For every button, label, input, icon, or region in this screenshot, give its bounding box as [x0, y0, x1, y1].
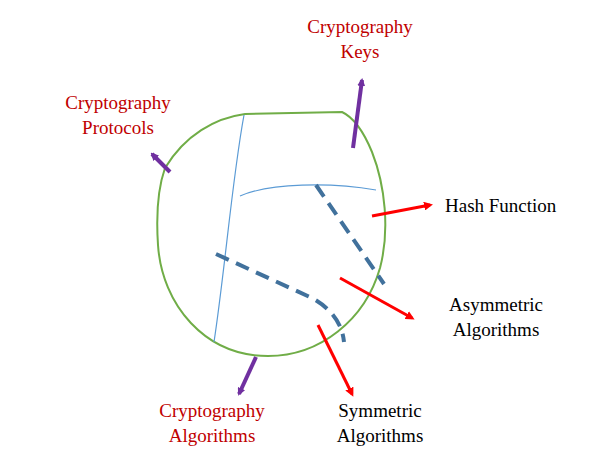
sphere-outline: [157, 112, 385, 356]
section-line: [214, 115, 244, 342]
hash-label: Hash Function: [445, 193, 556, 218]
dashed-divider: [316, 185, 384, 284]
leader-arrow: [372, 205, 430, 216]
symmetric-label: Symmetric Algorithms: [315, 398, 445, 448]
keys-label: Cryptography Keys: [295, 14, 425, 64]
section-line: [240, 185, 376, 196]
protocols-label: Cryptography Protocols: [53, 90, 183, 140]
leader-arrow: [318, 325, 352, 394]
dashed-divider: [216, 254, 344, 342]
algorithms-label: Cryptography Algorithms: [142, 398, 282, 448]
asymmetric-label: Asymmetric Algorithms: [431, 292, 561, 342]
leader-arrow: [152, 154, 170, 172]
leader-arrow: [353, 80, 362, 148]
leader-arrow: [340, 278, 412, 318]
leader-arrow: [239, 357, 256, 394]
